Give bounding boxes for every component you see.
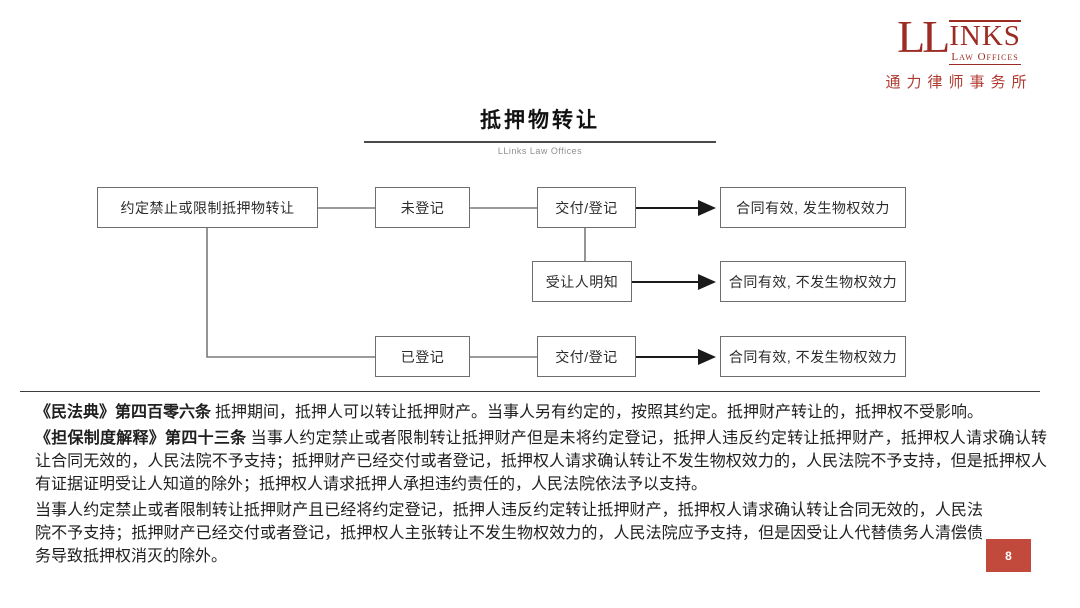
page-number-badge: 8	[986, 539, 1031, 572]
note-guarantee-interpretation-ref: 《担保制度解释》第四十三条	[35, 430, 247, 447]
note-registered-case: 当事人约定禁止或者限制转让抵押财产且已经将约定登记，抵押人违反约定转让抵押财产，…	[35, 499, 983, 568]
page-title: 抵押物转让	[480, 109, 600, 132]
note-civil-code-ref: 《民法典》第四百零六条	[35, 404, 212, 421]
llinks-logo-latin: LL INKS Law Offices	[897, 11, 1021, 65]
note-civil-code: 《民法典》第四百零六条 抵押期间，抵押人可以转让抵押财产。当事人另有约定的，按照…	[35, 401, 1047, 424]
flow-node-not-registered: 未登记	[375, 187, 470, 228]
title-watermark: LLinks Law Offices	[497, 146, 583, 156]
note-guarantee-interpretation-text: 当事人约定禁止或者限制转让抵押财产但是未将约定登记，抵押人违反约定转让抵押财产，…	[35, 430, 1047, 493]
logo-right-block: INKS Law Offices	[949, 20, 1021, 65]
logo-law-offices-text: Law Offices	[949, 51, 1021, 65]
page-number: 8	[1005, 548, 1012, 563]
logo-chinese-name: 通力律师事务所	[885, 75, 1033, 91]
flow-node-result-no-effect-2: 合同有效, 不发生物权效力	[720, 336, 906, 377]
note-registered-case-text: 当事人约定禁止或者限制转让抵押财产且已经将约定登记，抵押人违反约定转让抵押财产，…	[35, 502, 983, 565]
section-divider	[20, 391, 1040, 392]
note-civil-code-text: 抵押期间，抵押人可以转让抵押财产。当事人另有约定的，按照其约定。抵押财产转让的，…	[215, 404, 984, 421]
logo-inks-text: INKS	[949, 20, 1021, 52]
flow-node-delivery-reg-2: 交付/登记	[537, 336, 636, 377]
llinks-logo: LL INKS Law Offices 通力律师事务所	[884, 11, 1034, 92]
flow-node-result-valid-effect: 合同有效, 发生物权效力	[720, 187, 906, 228]
flow-node-registered: 已登记	[375, 336, 470, 377]
title-block: 抵押物转让 LLinks Law Offices	[0, 104, 1080, 156]
logo-ll-text: LL	[897, 11, 950, 62]
flow-node-delivery-reg-1: 交付/登记	[537, 187, 636, 228]
note-guarantee-interpretation: 《担保制度解释》第四十三条 当事人约定禁止或者限制转让抵押财产但是未将约定登记，…	[35, 427, 1047, 496]
flow-node-root: 约定禁止或限制抵押物转让	[97, 187, 318, 228]
flow-node-transferee-aware: 受让人明知	[532, 261, 632, 302]
title-underline	[364, 141, 716, 143]
flow-node-result-no-effect-1: 合同有效, 不发生物权效力	[720, 261, 906, 302]
legal-notes: 《民法典》第四百零六条 抵押期间，抵押人可以转让抵押财产。当事人另有约定的，按照…	[35, 401, 1047, 571]
